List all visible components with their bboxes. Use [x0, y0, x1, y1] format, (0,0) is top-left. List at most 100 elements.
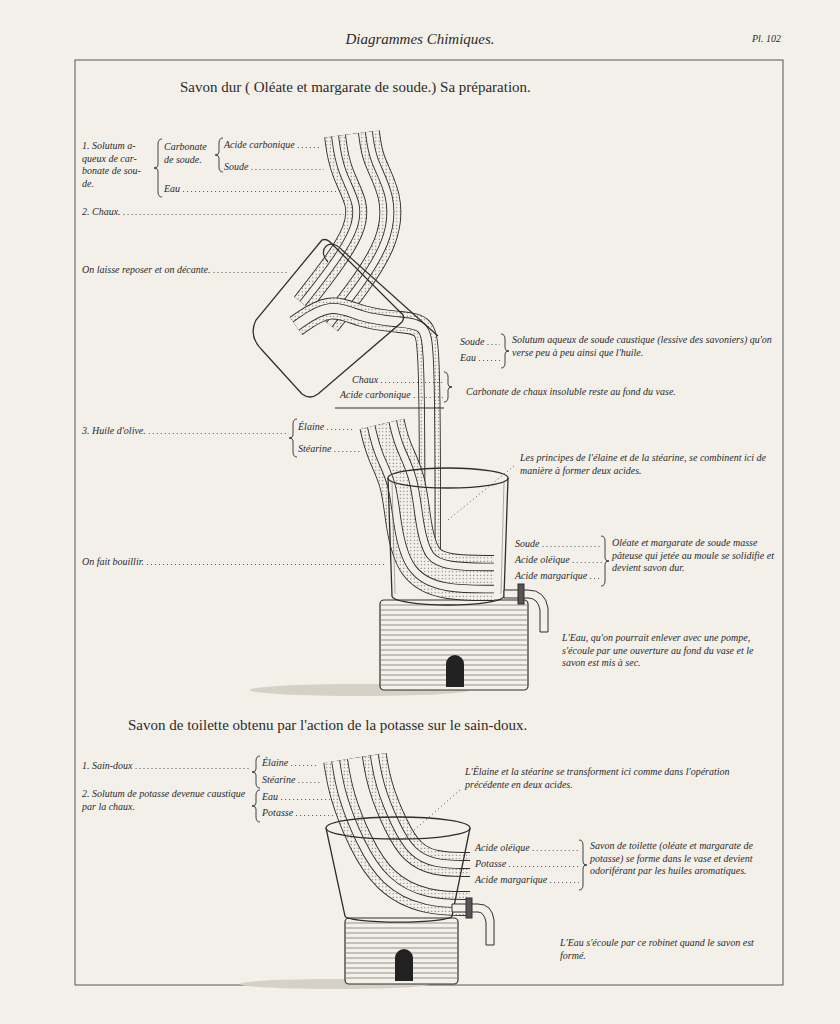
leader-line	[147, 564, 384, 565]
brace	[289, 419, 297, 457]
result-note: Carbonate de chaux insoluble reste au fo…	[466, 386, 778, 399]
band-stripe	[316, 134, 373, 314]
brace	[501, 334, 509, 368]
band-outline	[382, 424, 494, 578]
process-note: L'Eau s'écoule par ce robinet quand le s…	[560, 937, 770, 962]
process-note: L'Élaine et la stéarine se transforment …	[465, 766, 765, 791]
component-name: Élaine	[298, 421, 324, 434]
band-stripe	[316, 134, 373, 314]
leader-line	[183, 191, 336, 192]
brace	[252, 790, 260, 822]
leader-line	[381, 382, 445, 383]
component-name: Soude	[515, 538, 539, 551]
leader-line	[509, 866, 579, 867]
furnace-course	[346, 928, 457, 929]
tap-spout	[452, 904, 494, 945]
furnace-door	[446, 655, 464, 687]
beaker-rim	[326, 817, 470, 839]
band-stripe	[382, 424, 494, 578]
step-note: On laisse reposer et on décante.	[82, 264, 211, 277]
brace	[579, 840, 587, 890]
plate-heading: Diagrammes Chimiques.	[0, 30, 840, 49]
furnace-course	[346, 933, 457, 934]
band-stripe	[316, 134, 373, 314]
leader-line	[327, 429, 354, 430]
band-stripe	[316, 134, 373, 314]
brace	[215, 138, 223, 172]
process-note: Les principes de l'élaine et de la stéar…	[520, 452, 780, 477]
beaker-wall	[326, 828, 470, 922]
leader-line	[590, 578, 602, 579]
component-name: Potasse	[475, 858, 506, 871]
ingredient-name: 3. Huile d'olive.	[82, 425, 146, 438]
result-note: Savon de toilette (oléate et margarate d…	[590, 840, 780, 878]
brace	[444, 372, 452, 402]
leader-line	[251, 169, 324, 170]
leader-line	[214, 272, 289, 273]
leader-line	[479, 360, 500, 361]
decanting-vessel	[253, 240, 404, 398]
leader-line	[542, 546, 602, 547]
material-band	[382, 424, 494, 578]
brace	[601, 536, 609, 586]
furnace	[380, 600, 528, 690]
component-name: Stéarine	[262, 774, 295, 787]
furnace-course	[381, 630, 527, 631]
furnace-door	[395, 949, 413, 981]
material-band	[316, 134, 373, 314]
furnace-course	[381, 635, 527, 636]
component-name: Potasse	[262, 807, 293, 820]
ingredient-name: 2. Chaux.	[82, 206, 121, 219]
plate-number: Pl. 102	[752, 33, 781, 46]
leader-line	[296, 815, 333, 816]
leader-line	[573, 562, 602, 563]
ingredient-name: 1. Solutum a- queux de car- bonate de so…	[82, 140, 150, 190]
component-name: Acide carbonique	[340, 389, 411, 402]
band-outline	[316, 134, 373, 314]
band-outline	[382, 424, 494, 578]
section-title: Savon dur ( Oléate et margarate de soude…	[180, 78, 531, 97]
process-note: L'Eau, qu'on pourrait enlever avec une p…	[562, 632, 777, 670]
component-name: Chaux	[352, 374, 378, 387]
leader-line	[149, 433, 289, 434]
leader-line	[281, 799, 330, 800]
component-name: Stéarine	[298, 443, 331, 456]
furnace-body	[380, 600, 528, 690]
component-name: Soude	[460, 336, 484, 349]
furnace-course	[346, 938, 457, 939]
furnace-course	[346, 948, 457, 949]
leader-line	[414, 397, 445, 398]
step-note: On fait bouillir.	[82, 556, 144, 569]
component-name: Acide oléique	[515, 554, 570, 567]
stirring-rod	[323, 244, 438, 336]
component-name: Acide oléique	[475, 842, 530, 855]
band-outline	[316, 134, 373, 314]
furnace-course	[381, 615, 527, 616]
band-outline	[316, 134, 373, 314]
band-outline	[382, 424, 494, 578]
section-title: Savon de toilette obtenu par l'action de…	[128, 716, 527, 735]
band-stripe	[382, 424, 494, 578]
furnace-course	[381, 640, 527, 641]
brace	[154, 139, 162, 197]
leader-line	[298, 147, 320, 148]
component-name: Acide carbonique	[224, 139, 295, 152]
brace	[252, 756, 260, 788]
component-name: Acide margarique	[475, 874, 547, 887]
component-name: Élaine	[262, 757, 288, 770]
component-name: Eau	[262, 791, 278, 804]
beaker-wall-inner	[392, 482, 504, 594]
tap-valve	[518, 584, 524, 604]
beaker-wall	[388, 478, 508, 605]
tap-spout	[504, 590, 548, 632]
furnace-course	[381, 620, 527, 621]
leader-line	[136, 768, 251, 769]
plate-frame	[75, 60, 783, 985]
leader-line	[550, 882, 579, 883]
leader-line	[298, 782, 322, 783]
furnace-course	[381, 610, 527, 611]
leader-line	[487, 344, 500, 345]
band-outline	[316, 134, 373, 314]
furnace-body	[345, 918, 458, 984]
